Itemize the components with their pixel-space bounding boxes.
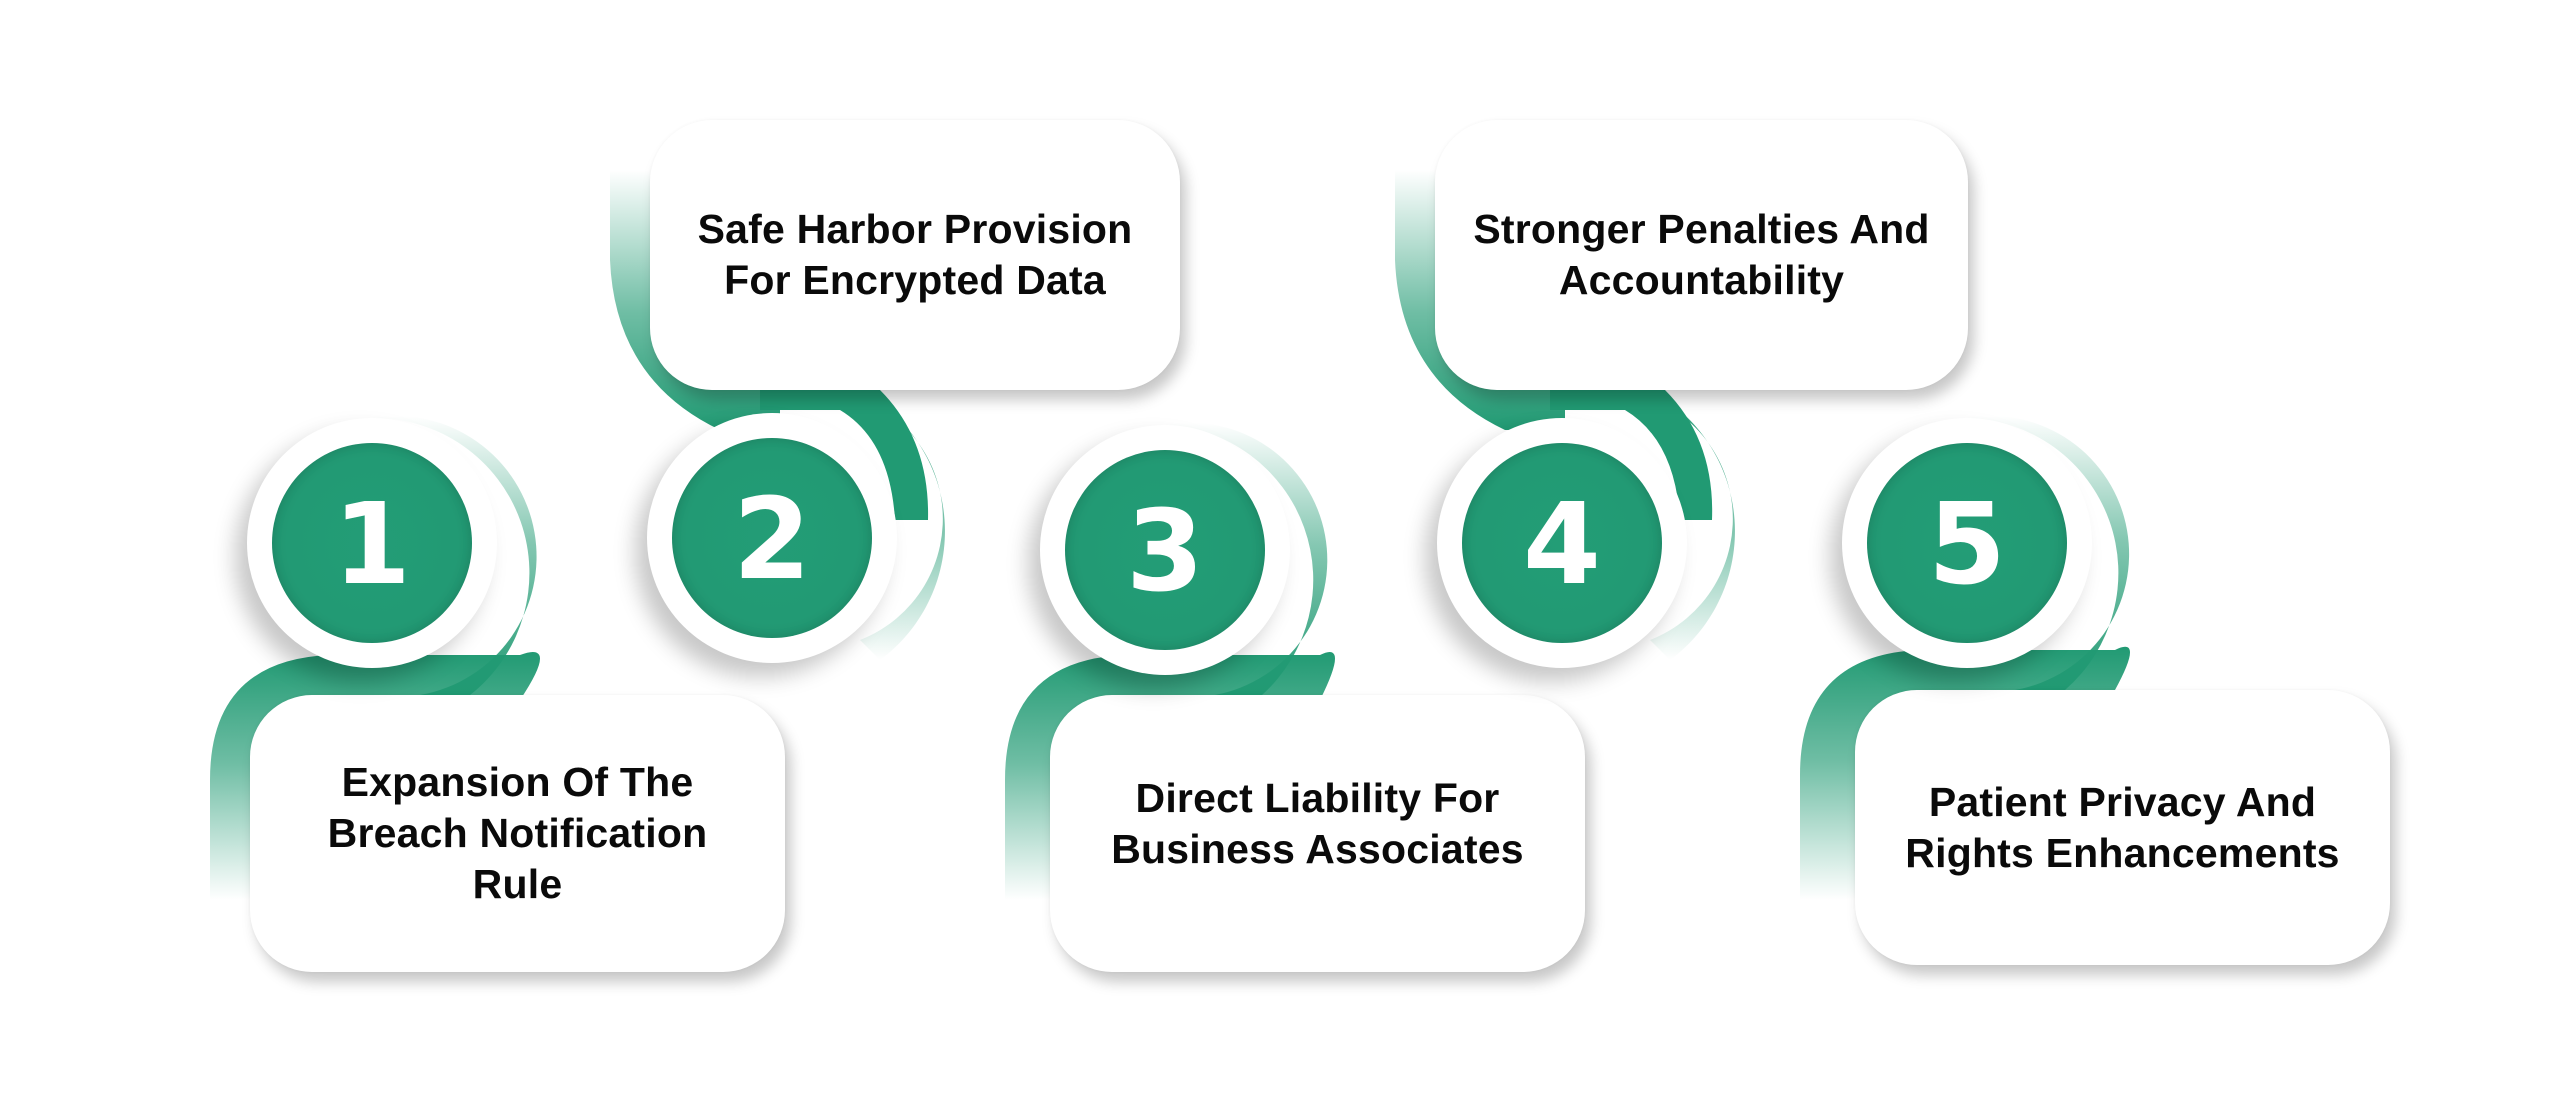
step-label-line-2: Accountability: [1558, 257, 1845, 303]
step-badge-2: 2: [647, 413, 897, 663]
step-card-5: Patient Privacy And Rights Enhancements: [1855, 690, 2390, 965]
step-label-line-1: Safe Harbor Provision: [697, 206, 1133, 252]
step-label-line-2: Breach Notification Rule: [327, 810, 708, 907]
step-label: Patient Privacy And Rights Enhancements: [1905, 777, 2339, 879]
step-number: 2: [733, 475, 811, 605]
step-label-line-2: Business Associates: [1111, 825, 1524, 872]
step-label-line-1: Expansion Of The: [341, 759, 694, 805]
ribbon-step-3: [1005, 422, 1335, 900]
ribbon-step-5: [1800, 415, 2130, 900]
badge-circle: 5: [1867, 443, 2067, 643]
step-number: 5: [1928, 480, 2006, 610]
step-card-2: Safe Harbor Provision For Encrypted Data: [650, 120, 1180, 390]
badge-circle: 2: [672, 438, 872, 638]
ribbon-step-1: [210, 415, 540, 900]
step-card-1: Expansion Of The Breach Notification Rul…: [250, 695, 785, 972]
step-label: Expansion Of The Breach Notification Rul…: [280, 757, 755, 910]
step-label-line-2: Rights Enhancements: [1905, 829, 2340, 876]
step-label-line-1: Stronger Penalties And: [1473, 206, 1930, 252]
step-label-line-1: Patient Privacy And: [1928, 778, 2317, 825]
ribbon-step-4: [1395, 170, 1735, 660]
step-label: Safe Harbor Provision For Encrypted Data: [698, 204, 1133, 306]
step-badge-5: 5: [1842, 418, 2092, 668]
badge-circle: 3: [1065, 450, 1265, 650]
step-label: Stronger Penalties And Accountability: [1473, 204, 1929, 306]
step-badge-1: 1: [247, 418, 497, 668]
step-number: 1: [333, 480, 411, 610]
badge-circle: 4: [1462, 443, 1662, 643]
step-number: 3: [1126, 487, 1204, 617]
badge-circle: 1: [272, 443, 472, 643]
step-badge-3: 3: [1040, 425, 1290, 675]
ribbon-step-2: [610, 170, 945, 660]
step-label: Direct Liability For Business Associates: [1111, 773, 1523, 875]
step-number: 4: [1523, 480, 1601, 610]
step-card-3: Direct Liability For Business Associates: [1050, 695, 1585, 972]
step-card-4: Stronger Penalties And Accountability: [1435, 120, 1968, 390]
step-label-line-1: Direct Liability For: [1135, 774, 1500, 821]
step-badge-4: 4: [1437, 418, 1687, 668]
step-label-line-2: For Encrypted Data: [724, 257, 1106, 303]
